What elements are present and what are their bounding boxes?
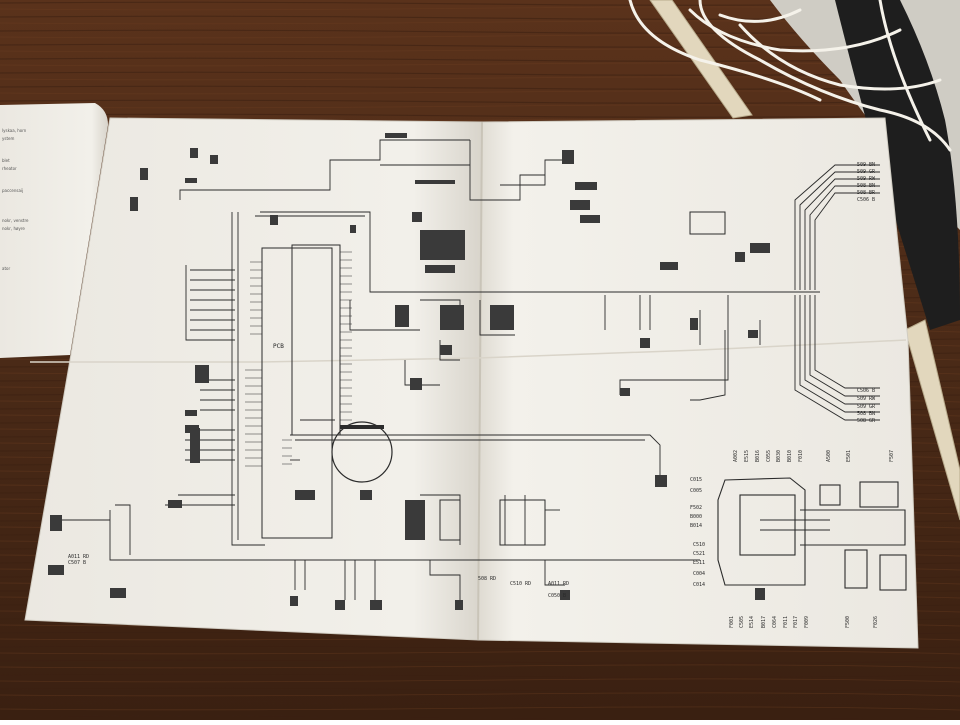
- svg-text:B016: B016: [755, 450, 761, 462]
- svg-text:blet: blet: [2, 158, 10, 163]
- svg-text:508 GR: 508 GR: [857, 418, 876, 424]
- svg-text:B000: B000: [690, 514, 702, 520]
- svg-text:F017: F017: [793, 616, 799, 628]
- svg-text:C506 B: C506 B: [857, 388, 875, 394]
- svg-text:509 RW: 509 RW: [857, 396, 876, 402]
- svg-text:E514: E514: [749, 616, 755, 628]
- svg-text:C064: C064: [772, 616, 778, 628]
- connector-labels: A011 RD C507 B 508 RD C510 RD A011 RD C0…: [68, 554, 569, 599]
- wiring-diagram-sheet: [24, 117, 919, 649]
- svg-text:ator: ator: [2, 266, 10, 271]
- component-labels-bottom: F001 C505 E514 B017 C064 F011 F017 F009 …: [729, 616, 879, 628]
- svg-text:508 BR: 508 BR: [857, 190, 876, 196]
- svg-text:509 RW: 509 RW: [857, 176, 876, 182]
- svg-text:C510 RD: C510 RD: [510, 581, 531, 587]
- wire-labels-top-right: 509 BN 509 GR 509 RW 508 BN 508 BR C506 …: [857, 162, 876, 203]
- folding-ruler: [904, 319, 960, 521]
- svg-text:F507: F507: [889, 450, 895, 462]
- svg-text:C521: C521: [693, 551, 705, 557]
- svg-text:C510: C510: [693, 542, 705, 548]
- svg-text:508 RD: 508 RD: [478, 576, 496, 582]
- svg-text:F009: F009: [804, 616, 810, 628]
- svg-text:508 BN: 508 BN: [857, 411, 875, 417]
- svg-text:E515: E515: [744, 450, 750, 462]
- svg-text:E511: E511: [693, 560, 705, 566]
- svg-text:C505: C505: [739, 616, 745, 628]
- svg-text:C015: C015: [690, 477, 702, 483]
- component-labels-top: A002 E515 B016 C055 B030 B010 F010 A500 …: [733, 450, 895, 462]
- svg-text:508 BN: 508 BN: [857, 183, 875, 189]
- svg-text:509 GR: 509 GR: [857, 169, 876, 175]
- svg-text:A011 RD: A011 RD: [548, 581, 569, 587]
- white-cables: [628, 0, 952, 152]
- svg-text:B017: B017: [761, 616, 767, 628]
- svg-text:C055: C055: [766, 450, 772, 462]
- pcb-label: PCB: [273, 343, 284, 350]
- svg-text:509 BN: 509 BN: [857, 162, 875, 168]
- vehicle-outline: [717, 477, 907, 591]
- svg-text:F502: F502: [690, 505, 702, 511]
- svg-text:F010: F010: [798, 450, 804, 462]
- wiring-lines: [60, 139, 880, 605]
- svg-text:F500: F500: [845, 616, 851, 628]
- svg-text:F001: F001: [729, 616, 735, 628]
- svg-text:F011: F011: [783, 616, 789, 628]
- svg-text:509 GR: 509 GR: [857, 404, 876, 410]
- svg-text:A500: A500: [826, 450, 832, 462]
- svg-text:nokr, høyre: nokr, høyre: [2, 226, 25, 231]
- svg-text:lyskaa, horn: lyskaa, horn: [2, 128, 27, 133]
- svg-text:A011 RD: A011 RD: [68, 554, 89, 560]
- svg-text:B010: B010: [787, 450, 793, 462]
- svg-text:nokr, venstre: nokr, venstre: [2, 218, 29, 223]
- gauge-circle: [331, 421, 393, 483]
- svg-text:C014: C014: [693, 582, 705, 588]
- svg-text:E501: E501: [846, 450, 852, 462]
- svg-text:C507 B: C507 B: [68, 560, 86, 566]
- booklet-text-block: lyskaa, horn ystem blet rheator paccensa…: [2, 128, 29, 271]
- svg-text:C050 B: C050 B: [548, 593, 566, 599]
- pcb-pins: [245, 251, 352, 467]
- svg-text:C506 B: C506 B: [857, 197, 875, 203]
- component-labels-left: C015 C005 F502 B000 B014 C510 C521 E511 …: [690, 477, 705, 588]
- booklet-page: [0, 103, 108, 358]
- connector-blocks: [48, 133, 770, 610]
- svg-text:ystem: ystem: [2, 136, 14, 141]
- svg-text:paccensaij: paccensaij: [2, 188, 23, 193]
- svg-text:rheator: rheator: [2, 166, 17, 171]
- svg-text:B014: B014: [690, 523, 702, 529]
- svg-text:C005: C005: [690, 488, 702, 494]
- svg-text:C004: C004: [693, 571, 705, 577]
- svg-text:F026: F026: [873, 616, 879, 628]
- wire-labels-mid-right: C506 B 509 RW 509 GR 508 BN 508 GR: [857, 388, 876, 424]
- svg-text:A002: A002: [733, 450, 739, 462]
- svg-text:B030: B030: [776, 450, 782, 462]
